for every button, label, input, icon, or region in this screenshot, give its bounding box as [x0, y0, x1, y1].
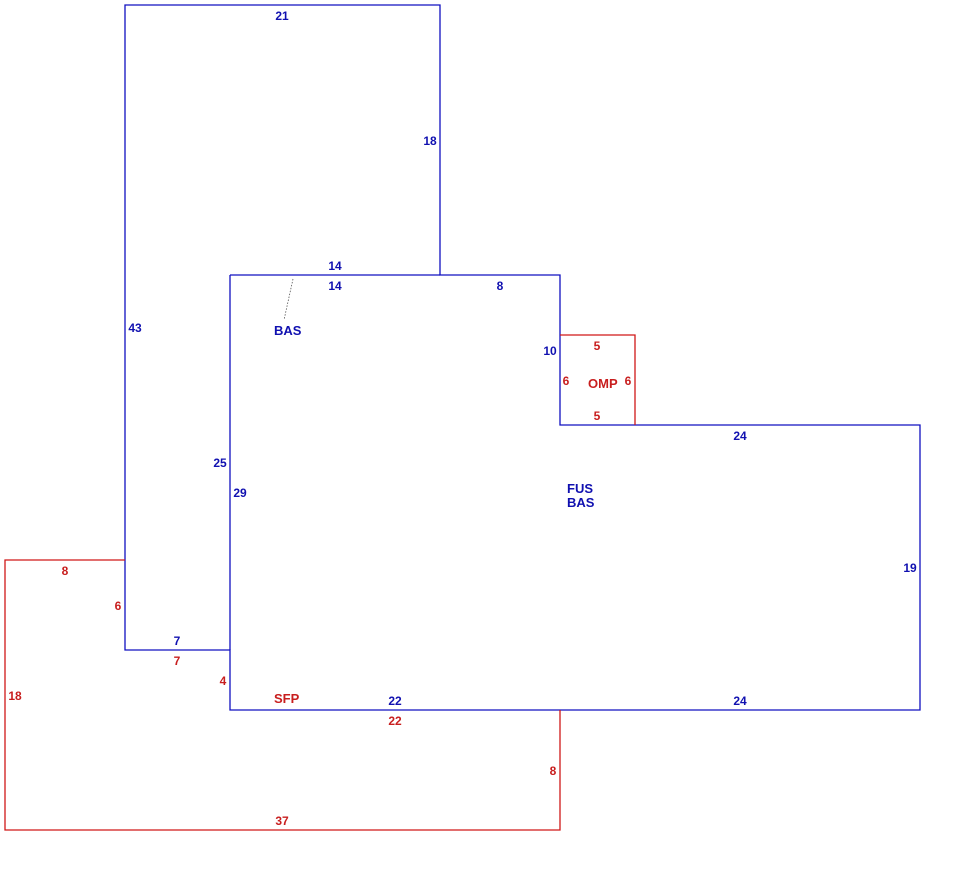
dim-upper-step-top: 14 — [328, 259, 342, 273]
dim-omp-right: 6 — [625, 374, 632, 388]
dim-wing-right: 19 — [903, 561, 917, 575]
dim-top-width: 21 — [275, 9, 289, 23]
fus-label: FUS — [567, 481, 593, 496]
bas-main-label: BAS — [567, 495, 595, 510]
dim-upper-right-height: 18 — [423, 134, 437, 148]
dim-bottom-left: 22 — [388, 694, 402, 708]
sfp-label: SFP — [274, 691, 300, 706]
dim-left-outer-height: 43 — [128, 321, 142, 335]
dim-sfp-upper-left: 6 — [115, 599, 122, 613]
dim-notch-height: 10 — [543, 344, 557, 358]
dim-sfp-right: 8 — [550, 764, 557, 778]
sfp-outline — [4, 559, 561, 831]
dim-upper-step-bottom: 14 — [328, 279, 342, 293]
dim-omp-bottom: 5 — [594, 409, 601, 423]
dim-bottom-right: 24 — [733, 694, 747, 708]
bas-leader-line — [283, 278, 294, 321]
dim-sfp-top-bottom: 22 — [388, 714, 402, 728]
dim-sfp-bottom: 37 — [275, 814, 289, 828]
dim-omp-top: 5 — [594, 339, 601, 353]
dim-sfp-small: 4 — [220, 674, 227, 688]
dim-omp-left: 6 — [563, 374, 570, 388]
dim-inner-left-29: 29 — [233, 486, 247, 500]
omp-outline — [560, 334, 636, 425]
main-structure-outline — [124, 4, 921, 711]
dim-ledge-blue: 7 — [174, 634, 181, 648]
dim-sfp-top: 8 — [62, 564, 69, 578]
dim-wing-top: 24 — [733, 429, 747, 443]
dim-sfp-outer-left: 18 — [8, 689, 22, 703]
dim-sfp-ledge: 7 — [174, 654, 181, 668]
bas-upper-label: BAS — [274, 323, 302, 338]
dim-inner-left-25: 25 — [213, 456, 227, 470]
dim-main-top-right: 8 — [497, 279, 504, 293]
omp-label: OMP — [588, 376, 618, 391]
